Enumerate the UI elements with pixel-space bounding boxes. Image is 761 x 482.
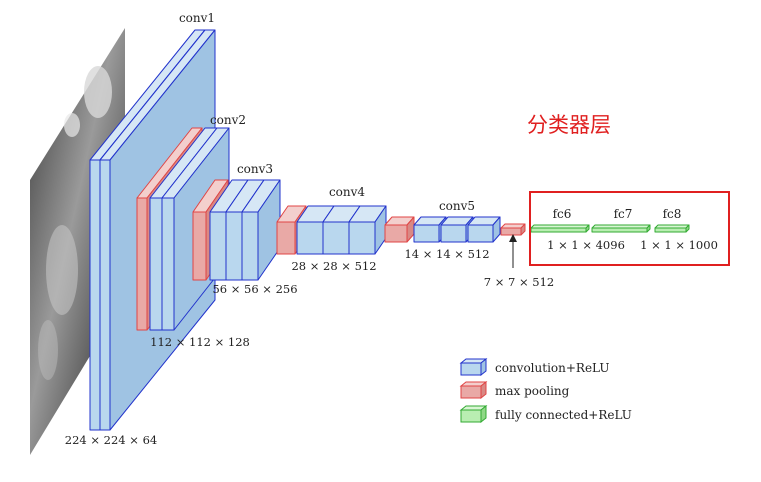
- fc6-label: fc6: [553, 207, 572, 221]
- conv3-label: conv3: [237, 162, 273, 176]
- dim-fc1000-label: 1 × 1 × 1000: [640, 238, 718, 252]
- legend-conv-label: convolution+ReLU: [495, 361, 609, 375]
- dim-224-label: 224 × 224 × 64: [65, 433, 157, 447]
- legend-fc-swatch: [459, 404, 488, 424]
- fc8-slab: [654, 224, 690, 233]
- dim-7-label: 7 × 7 × 512: [484, 275, 554, 289]
- conv4-label: conv4: [329, 185, 365, 199]
- network-blocks: [89, 29, 690, 431]
- dim-fc4096-label: 1 × 1 × 4096: [547, 238, 625, 252]
- dim-28-label: 28 × 28 × 512: [291, 259, 376, 273]
- classifier-highlight-box: [529, 191, 730, 266]
- conv5-label: conv5: [439, 199, 475, 213]
- dim-112-label: 112 × 112 × 128: [150, 335, 250, 349]
- classifier-layer-annotation: 分类器层: [527, 113, 611, 137]
- fc6-slab: [530, 224, 590, 233]
- input-image: [30, 28, 125, 455]
- conv4-slab-3: [348, 205, 387, 255]
- conv3-slab-3: [241, 179, 281, 281]
- dim-56-label: 56 × 56 × 256: [212, 282, 297, 296]
- pool4-slab: [384, 216, 415, 243]
- fc8-label: fc8: [663, 207, 682, 221]
- conv2-label: conv2: [210, 113, 246, 127]
- legend: convolution+ReLU max pooling fully conne…: [459, 357, 632, 424]
- conv1-label: conv1: [179, 11, 215, 25]
- conv5-slab-3: [467, 216, 501, 243]
- pool5-pointer-arrow: [509, 234, 517, 268]
- legend-pool-swatch: [459, 380, 488, 400]
- legend-pool-label: max pooling: [495, 384, 570, 398]
- legend-conv-swatch: [459, 357, 488, 377]
- pool5-slab: [500, 223, 526, 236]
- fc7-label: fc7: [614, 207, 633, 221]
- fc7-slab: [591, 224, 651, 233]
- dim-14-label: 14 × 14 × 512: [404, 247, 489, 261]
- legend-fc-label: fully connected+ReLU: [495, 408, 632, 422]
